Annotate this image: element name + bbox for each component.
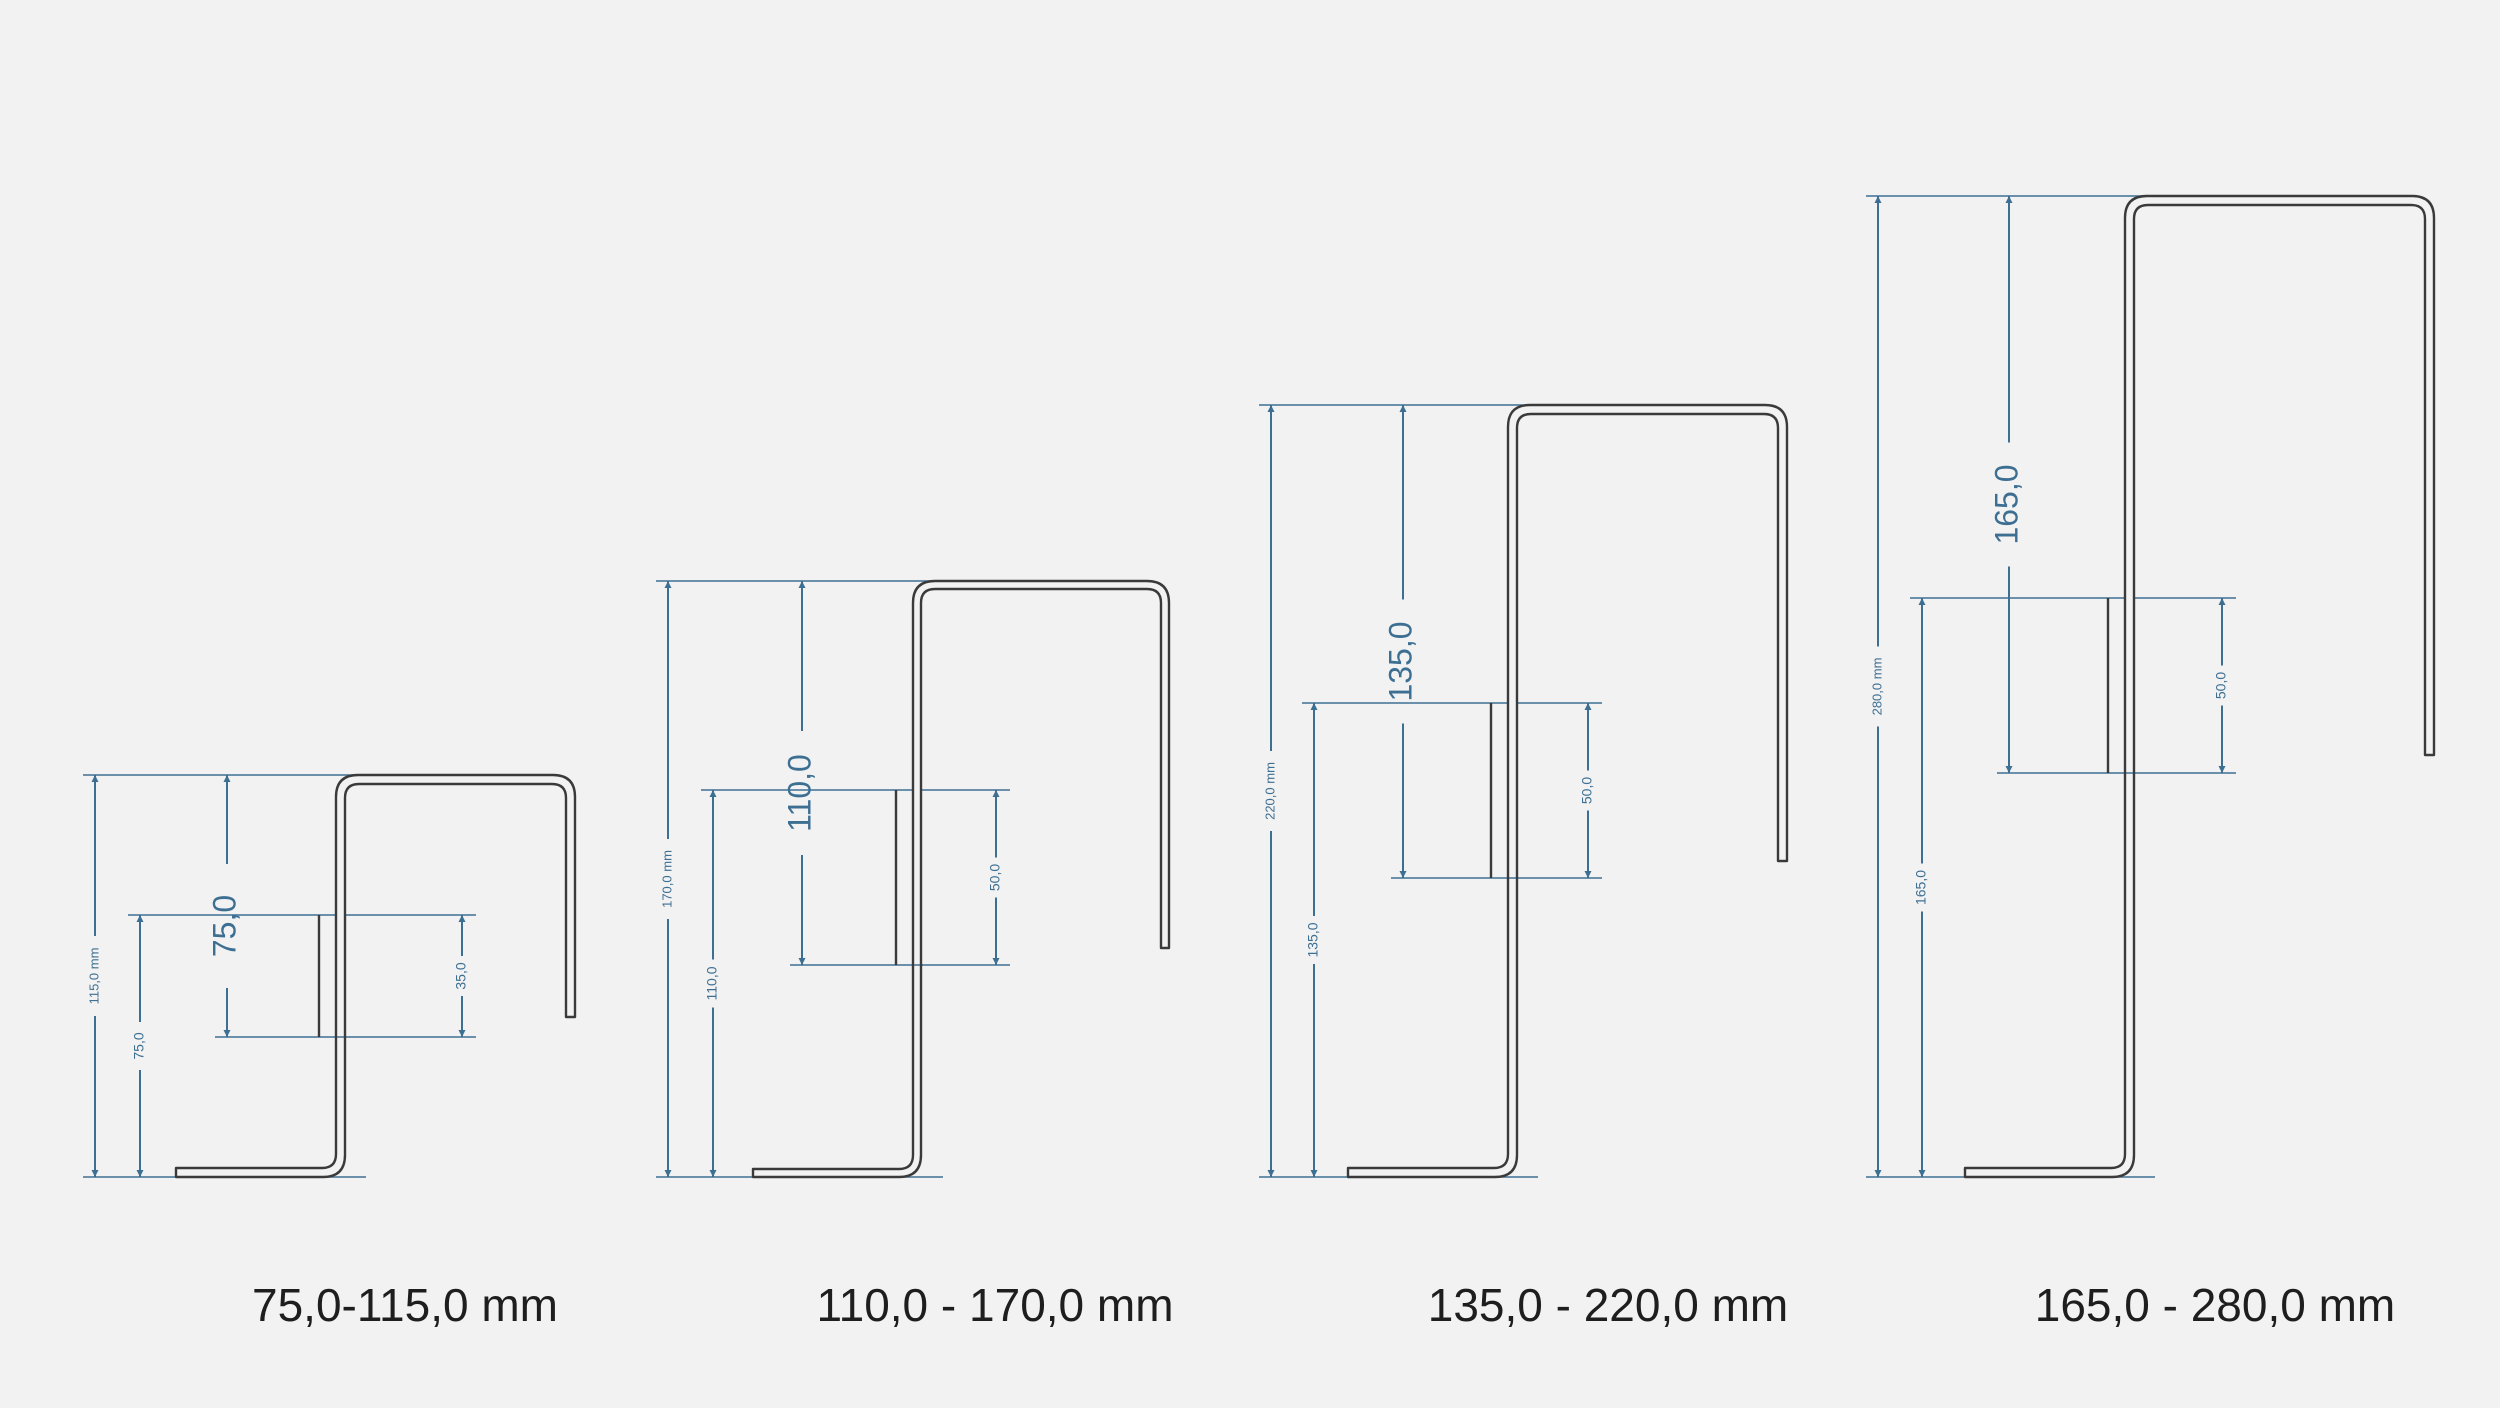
hook-outline bbox=[751, 579, 1171, 1179]
total-height-label: 220,0 mm bbox=[1262, 762, 1277, 820]
hook-outline bbox=[1963, 194, 2436, 1179]
hook-4: 280,0 mm 165,0 165,0 50,0 bbox=[1866, 194, 2436, 1179]
hook-outline bbox=[1346, 403, 1789, 1179]
hook-outline bbox=[174, 773, 577, 1179]
extension-lines bbox=[83, 774, 476, 1178]
overlap-label: 35,0 bbox=[453, 962, 469, 989]
caption-hook-4: 165,0 - 280,0 mm bbox=[2034, 1279, 2396, 1331]
upper-height-label: 75,0 bbox=[206, 895, 242, 957]
lower-height-label: 110,0 bbox=[704, 966, 720, 1000]
lower-height-label: 135,0 bbox=[1305, 922, 1321, 957]
extension-lines bbox=[656, 580, 1010, 1178]
total-height-label: 115,0 mm bbox=[86, 948, 101, 1005]
hook-2: 170,0 mm 110,0 110,0 50,0 bbox=[656, 579, 1171, 1179]
hook-1: 115,0 mm 75,0 75,0 35,0 bbox=[83, 773, 577, 1179]
overlap-label: 50,0 bbox=[2213, 672, 2229, 699]
extension-lines bbox=[1259, 404, 1602, 1178]
overlap-label: 50,0 bbox=[987, 864, 1003, 891]
lower-height-label: 165,0 bbox=[1913, 870, 1929, 905]
lower-height-label: 75,0 bbox=[131, 1032, 147, 1059]
upper-height-label: 165,0 bbox=[1988, 464, 2024, 544]
total-height-label: 170,0 mm bbox=[659, 850, 674, 908]
total-height-label: 280,0 mm bbox=[1869, 658, 1884, 716]
caption-hook-2: 110,0 - 170,0 mm bbox=[816, 1279, 1174, 1331]
upper-height-label: 110,0 bbox=[781, 754, 817, 832]
caption-hook-1: 75,0-115,0 mm bbox=[252, 1279, 558, 1331]
hook-3: 220,0 mm 135,0 135,0 50,0 bbox=[1259, 403, 1789, 1179]
overlap-label: 50,0 bbox=[1579, 777, 1595, 804]
upper-height-label: 135,0 bbox=[1382, 621, 1418, 701]
caption-hook-3: 135,0 - 220,0 mm bbox=[1427, 1279, 1789, 1331]
